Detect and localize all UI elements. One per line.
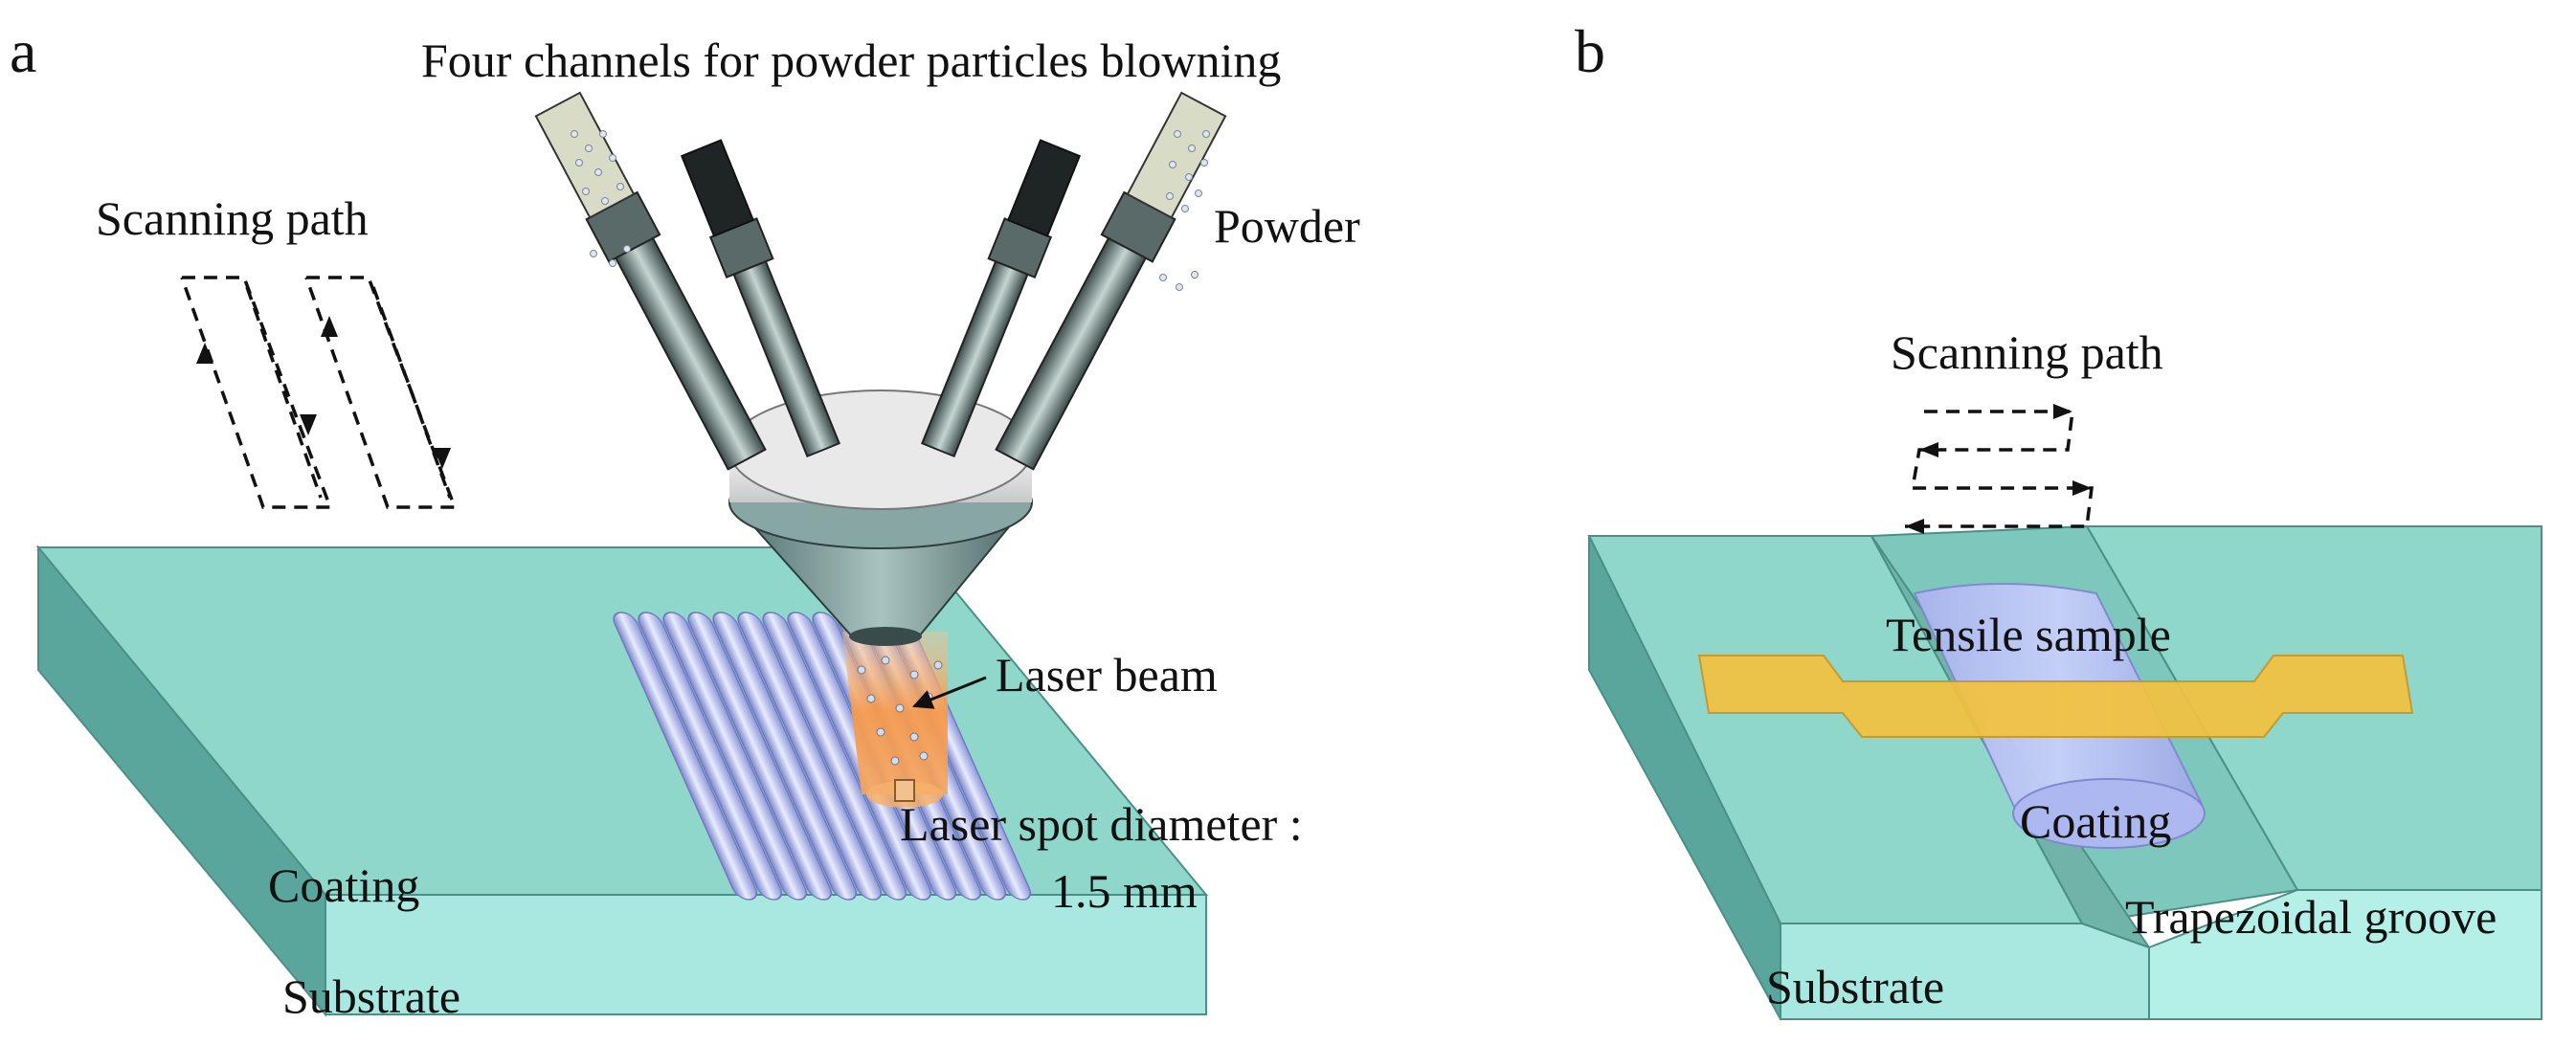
panel-b: b: [1575, 17, 2542, 1020]
tensile-sample: [1697, 655, 2414, 738]
panel-a-title: Four channels for powder particles blown…: [421, 33, 1281, 87]
laser-beam-arrow: [912, 676, 987, 709]
coating-label-a: Coating: [268, 858, 419, 912]
powder-label: Powder: [1214, 199, 1360, 253]
substrate-label-a: Substrate: [282, 969, 460, 1023]
panel-a: a Four channels for powder particles blo…: [10, 17, 1360, 1023]
substrate-label-b: Substrate: [1766, 960, 1944, 1013]
coating-label-b: Coating: [2020, 794, 2171, 848]
scanning-path-b: [1905, 410, 2094, 528]
scanning-path-arrows-a: [196, 316, 451, 469]
tensile-sample-label: Tensile sample: [1886, 608, 2171, 661]
trapezoidal-groove-label: Trapezoidal groove: [2125, 890, 2497, 944]
scanning-path-a: [180, 276, 458, 509]
panel-b-letter: b: [1575, 17, 1605, 85]
powder-feed-tubes: [534, 91, 1227, 471]
laser-beam-label: Laser beam: [996, 648, 1218, 701]
panel-a-letter: a: [10, 17, 36, 85]
laser-spot-label-line1: Laser spot diameter :: [900, 797, 1303, 851]
powder-stream-right: [1159, 130, 1210, 291]
scanning-path-label-a: Scanning path: [96, 191, 369, 245]
powder-stream-left: [571, 130, 631, 267]
scanning-path-label-b: Scanning path: [1891, 325, 2163, 379]
scanning-path-arrows-b: [1905, 404, 2092, 534]
beam-powder-particles: [857, 656, 943, 766]
laser-spot-label-line2: 1.5 mm: [1051, 864, 1198, 918]
